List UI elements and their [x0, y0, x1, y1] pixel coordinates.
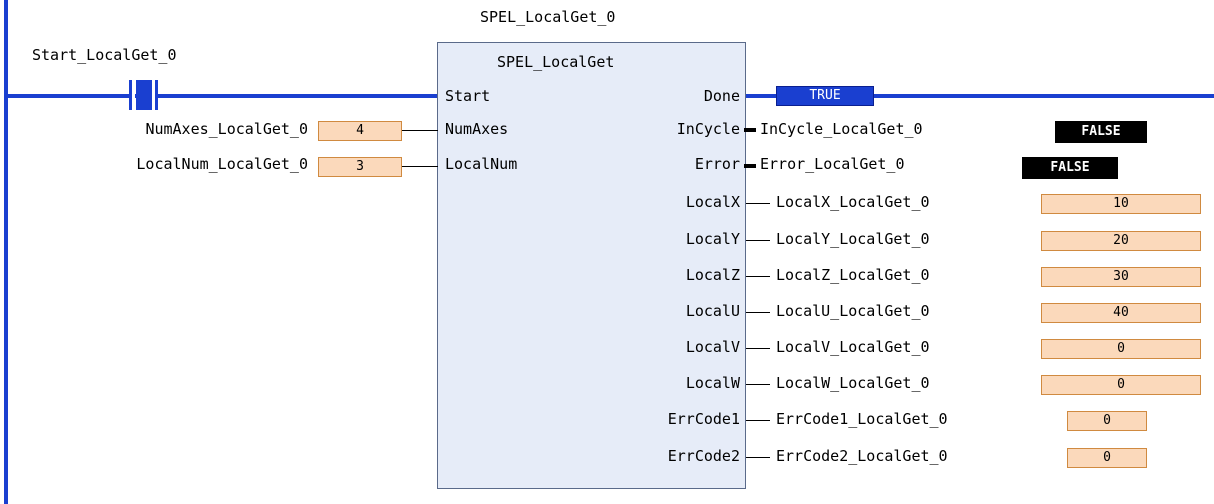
- output-value-incycle[interactable]: FALSE: [1055, 121, 1147, 143]
- block-type-name: SPEL_LocalGet: [497, 53, 615, 71]
- contact-right-bar: [155, 80, 158, 110]
- wire-localnum: [402, 166, 438, 167]
- pin-start: Start: [445, 87, 491, 105]
- pin-localv: LocalV: [685, 338, 740, 356]
- pin-error: Error: [694, 155, 740, 173]
- output-variable-localu[interactable]: LocalU_LocalGet_0: [776, 302, 930, 320]
- left-power-rail: [4, 0, 8, 504]
- pin-done: Done: [703, 87, 740, 105]
- contact-variable-label[interactable]: Start_LocalGet_0: [32, 46, 177, 64]
- output-value-error[interactable]: FALSE: [1022, 157, 1118, 179]
- wire-error: [744, 164, 756, 168]
- pin-localu: LocalU: [685, 302, 740, 320]
- pin-errcode1: ErrCode1: [667, 410, 740, 428]
- input-value-localnum[interactable]: 3: [318, 157, 402, 177]
- output-value-errcode1[interactable]: 0: [1067, 411, 1147, 431]
- pin-numaxes: NumAxes: [445, 120, 509, 138]
- output-value-errcode2[interactable]: 0: [1067, 448, 1147, 468]
- output-variable-errcode2[interactable]: ErrCode2_LocalGet_0: [776, 447, 948, 465]
- contact-gap-left: [132, 80, 135, 110]
- pin-incycle: InCycle: [676, 120, 740, 138]
- pin-localx: LocalX: [685, 193, 740, 211]
- input-variable-numaxes[interactable]: NumAxes_LocalGet_0: [145, 120, 308, 138]
- input-value-numaxes[interactable]: 4: [318, 121, 402, 141]
- pin-localy: LocalY: [685, 230, 740, 248]
- wire-localu: [746, 312, 770, 313]
- pin-localz: LocalZ: [685, 266, 740, 284]
- pin-errcode2: ErrCode2: [667, 447, 740, 465]
- wire-incycle: [744, 128, 756, 132]
- output-variable-localz[interactable]: LocalZ_LocalGet_0: [776, 266, 930, 284]
- contact-gap-right: [152, 80, 155, 110]
- output-value-localx[interactable]: 10: [1041, 194, 1201, 214]
- output-variable-localx[interactable]: LocalX_LocalGet_0: [776, 193, 930, 211]
- contact-left-bar: [129, 80, 132, 110]
- output-value-localw[interactable]: 0: [1041, 375, 1201, 395]
- output-value-localy[interactable]: 20: [1041, 231, 1201, 251]
- output-variable-localy[interactable]: LocalY_LocalGet_0: [776, 230, 930, 248]
- output-variable-errcode1[interactable]: ErrCode1_LocalGet_0: [776, 410, 948, 428]
- output-value-done[interactable]: TRUE: [776, 86, 874, 106]
- output-value-localv[interactable]: 0: [1041, 339, 1201, 359]
- contact-symbol[interactable]: [136, 80, 152, 110]
- wire-localy: [746, 240, 770, 241]
- wire-errcode2: [746, 457, 770, 458]
- wire-localw: [746, 384, 770, 385]
- wire-errcode1: [746, 420, 770, 421]
- pin-localw: LocalW: [685, 374, 740, 392]
- block-instance-name[interactable]: SPEL_LocalGet_0: [480, 8, 616, 26]
- function-block[interactable]: [437, 42, 746, 489]
- output-variable-localw[interactable]: LocalW_LocalGet_0: [776, 374, 930, 392]
- wire-localv: [746, 348, 770, 349]
- wire-numaxes: [402, 130, 438, 131]
- output-value-localu[interactable]: 40: [1041, 303, 1201, 323]
- output-variable-incycle[interactable]: InCycle_LocalGet_0: [760, 120, 923, 138]
- output-variable-error[interactable]: Error_LocalGet_0: [760, 155, 905, 173]
- wire-localx: [746, 203, 770, 204]
- pin-localnum: LocalNum: [445, 155, 518, 173]
- output-variable-localv[interactable]: LocalV_LocalGet_0: [776, 338, 930, 356]
- input-variable-localnum[interactable]: LocalNum_LocalGet_0: [136, 155, 308, 173]
- wire-localz: [746, 276, 770, 277]
- output-value-localz[interactable]: 30: [1041, 267, 1201, 287]
